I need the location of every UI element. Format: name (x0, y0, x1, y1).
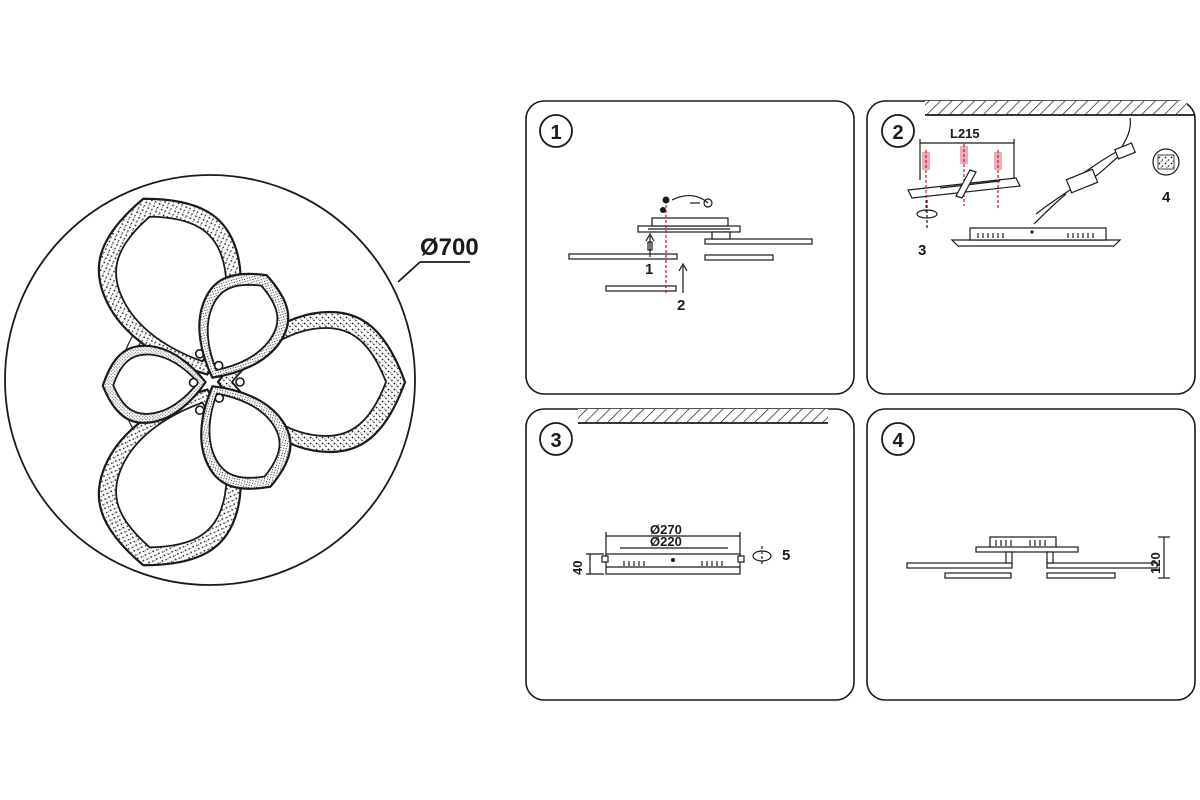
canopy-body (651, 217, 729, 227)
callout-3: 3 (918, 242, 926, 259)
step-number-3: 3 (550, 430, 561, 452)
step-panel-2: 2 L215 3 4 (866, 100, 1196, 395)
arm-left (568, 253, 678, 260)
height-dimension: 40 (570, 561, 585, 575)
connector-detail (1152, 148, 1180, 176)
callout-2: 2 (677, 297, 685, 314)
step-number-2: 2 (892, 122, 903, 144)
panel-frame-1 (525, 100, 855, 395)
assembled-arm-left (906, 562, 1013, 569)
assembled-arm-right (1046, 562, 1158, 569)
outer-circle (4, 174, 416, 586)
arm-right (704, 238, 813, 245)
length-dimension: L215 (950, 126, 980, 141)
arm-right-lower (704, 254, 774, 261)
panel-frame-2 (866, 100, 1196, 395)
step-number-4: 4 (892, 430, 904, 452)
petal-bolt (194, 405, 205, 415)
inner-diameter: Ø220 (650, 534, 682, 549)
petal-bolt (214, 393, 225, 403)
step-number-badge-3 (539, 422, 573, 456)
ceiling-hatch-2 (925, 101, 1187, 115)
step-number-badge-4 (881, 422, 915, 456)
petal-bolt (213, 360, 224, 371)
wall-anchors (922, 144, 1002, 212)
callout-5: 5 (782, 547, 790, 564)
diameter-label: Ø700 (420, 234, 479, 261)
petal-bolt (188, 377, 199, 388)
step-panel-4: 4 120 (866, 408, 1196, 701)
led-driver (1065, 168, 1099, 194)
canopy-side-view (605, 553, 741, 575)
petal-bolt (235, 377, 245, 387)
diameter-leader (397, 261, 421, 283)
flower-petals (76, 173, 407, 591)
panel-frame-4 (866, 408, 1196, 701)
outer-diameter: Ø270 (650, 522, 682, 537)
step-number-badge-1 (539, 114, 573, 148)
ceiling-hatch-3 (578, 409, 828, 423)
step-number-1: 1 (550, 122, 561, 144)
overview-top-view: Ø700 (4, 173, 479, 591)
callout-1: 1 (645, 261, 653, 278)
canopy-base-2 (950, 239, 1122, 247)
total-height-dimension: 120 (1148, 552, 1163, 574)
step-number-badge-2 (881, 114, 915, 148)
step-panel-3: 3 Ø270 Ø220 40 5 (525, 408, 855, 701)
callout-4: 4 (1162, 189, 1171, 206)
arm-bottom (605, 285, 677, 292)
step-panel-1: 1 1 2 (525, 100, 855, 395)
